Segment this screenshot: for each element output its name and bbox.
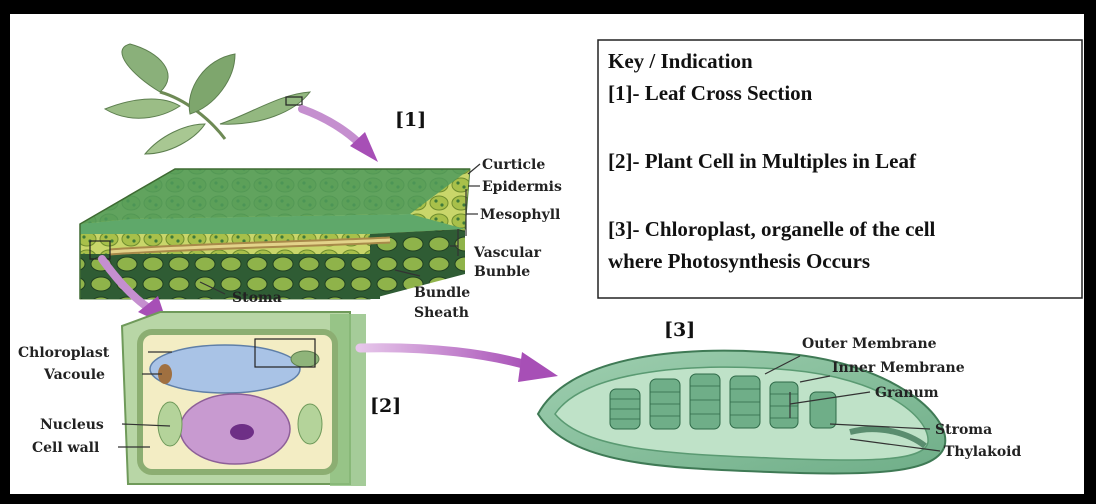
key-item-3-line-1: [3]- Chloroplast, organelle of the cell xyxy=(608,217,936,241)
key-title: Key / Indication xyxy=(608,49,753,73)
diagram-frame: Key / Indication [1]- Leaf Cross Section… xyxy=(10,14,1084,494)
label-chloroplast: Chloroplast xyxy=(18,345,110,361)
label-stroma: Stroma xyxy=(935,422,992,438)
label-cuticle: Curticle xyxy=(482,157,545,173)
plant-cell xyxy=(122,312,366,486)
label-nucleus: Nucleus xyxy=(40,417,104,433)
arrow-cell-to-chloroplast xyxy=(360,348,558,382)
label-cell-wall: Cell wall xyxy=(32,440,99,456)
label-bundle-line-2: Sheath xyxy=(414,305,469,321)
marker-1: [1] xyxy=(395,109,426,131)
leaf-sprig-illustration xyxy=(105,44,310,154)
label-epidermis: Epidermis xyxy=(482,179,562,195)
label-bundle-line-1: Bundle xyxy=(414,285,470,301)
label-inner-membrane: Inner Membrane xyxy=(832,360,965,376)
key-box: Key / Indication [1]- Leaf Cross Section… xyxy=(598,40,1082,298)
label-mesophyll: Mesophyll xyxy=(480,207,560,223)
label-vascular-line-2: Bunble xyxy=(474,264,530,280)
label-outer-membrane: Outer Membrane xyxy=(802,336,937,352)
key-item-3-line-2: where Photosynthesis Occurs xyxy=(608,249,870,273)
label-thylakoid: Thylakoid xyxy=(944,444,1021,460)
leaf-cross-section xyxy=(80,169,470,299)
key-item-1: [1]- Leaf Cross Section xyxy=(608,81,813,105)
leaf-diagram: Key / Indication [1]- Leaf Cross Section… xyxy=(10,14,1084,494)
label-stoma: Stoma xyxy=(232,290,282,306)
marker-3: [3] xyxy=(664,319,695,341)
label-vascular-line-1: Vascular xyxy=(473,245,542,261)
key-item-2: [2]- Plant Cell in Multiples in Leaf xyxy=(608,149,917,173)
label-granum: Granum xyxy=(875,385,939,401)
label-vacuole: Vacoule xyxy=(43,367,105,383)
marker-2: [2] xyxy=(370,395,401,417)
arrow-leaf-to-section xyxy=(302,109,378,162)
